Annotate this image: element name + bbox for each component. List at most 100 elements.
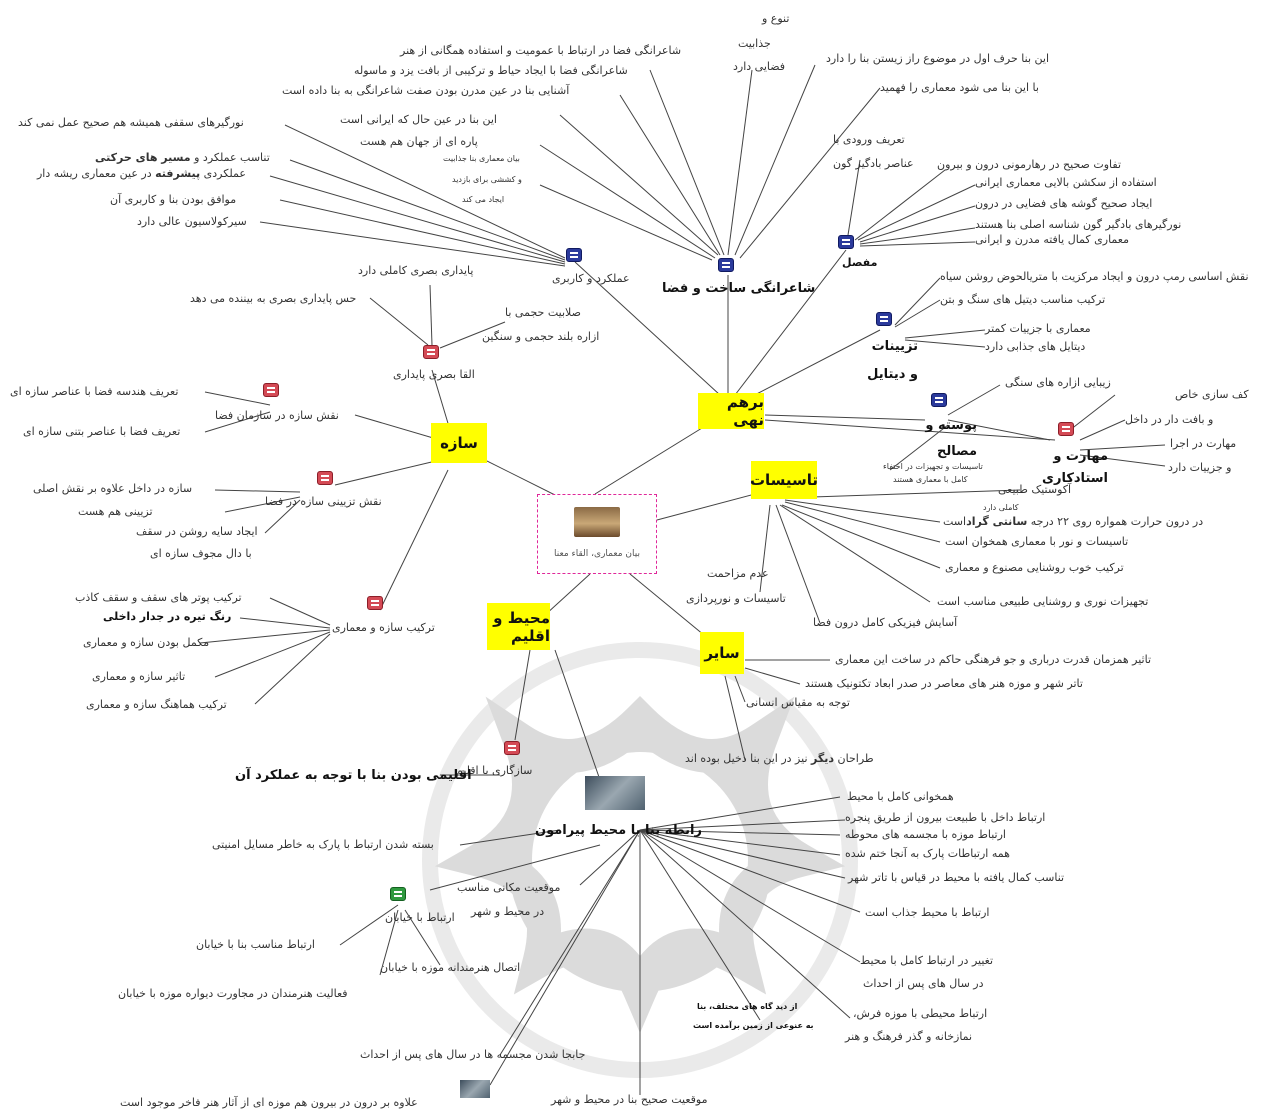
leaf: کاملی دارد [983,503,1019,512]
leaf: و جزییات دارد [1168,461,1232,474]
list-icon[interactable] [367,596,383,610]
leaf: ارتباط با محیط جذاب است [865,906,990,919]
list-icon[interactable] [317,471,333,485]
leaf: تجهیزات نوری و روشنایی طبیعی مناسب است [937,595,1149,608]
leaf: با دال مجوف سازه ای [150,547,252,560]
leaf: پایداری بصری کاملی دارد [358,264,474,277]
leaf: از دید گاه های مختلف، بنا [697,1002,798,1011]
leaf: فعالیت هنرمندان در مجاورت دیواره موزه با… [118,987,348,1000]
node-decor-role[interactable]: نقش تزیینی سازه در فضا [265,495,382,508]
node-combo[interactable]: ترکیب سازه و معماری [332,621,435,634]
leaf: آسایش فیزیکی کامل درون فضا [813,616,958,629]
leaf: علاوه بر درون در بیرون هم موزه ای از آثا… [120,1096,418,1109]
leaf: بیان معماری بنا جذابیت [443,154,520,163]
leaf: آشنایی بنا در عین مدرن بودن صفت شاعرانگی… [282,84,570,97]
hub-other[interactable]: سایر [700,632,744,674]
list-icon[interactable] [263,383,279,397]
leaf: اقلیمی بودن بنا با توجه به عملکرد آن [235,768,472,783]
list-icon[interactable] [876,312,892,326]
node-climate[interactable]: سازگاری با اقلیم [456,764,533,777]
leaf: بسته شدن ارتباط با پارک به خاطر مسایل ام… [212,838,434,851]
leaf: نورگیرهای بادگیر گون شناسه اصلی بنا هستن… [975,218,1182,231]
site-photo [585,776,645,810]
node-street[interactable]: ارتباط با خیابان [385,911,455,924]
leaf: توجه به مقیاس انسانی [746,696,850,709]
leaf: و بافت دار در داخل [1125,413,1214,426]
node-poetic[interactable]: شاعرانگی ساخت و فضا [662,281,816,296]
leaf: ارتباط مناسب بنا با خیابان [196,938,315,951]
leaf: فضایی دارد [733,60,786,73]
central-caption: بیان معماری، القاء معنا [554,549,640,559]
leaf: مهارت در اجرا [1170,437,1237,450]
leaf: تاسیسات و نور با معماری همخوان است [945,535,1129,548]
list-icon[interactable] [1058,422,1074,436]
leaf: کف سازی خاص [1175,388,1249,401]
leaf: تنوع و [762,12,790,25]
leaf: عدم مزاحمت [707,567,769,580]
leaf: تناسب عملکرد و مسیر های حرکتی [95,151,270,164]
leaf: همه ارتباطات پارک به آنجا ختم شده [845,847,1010,860]
leaf: ازاره بلند حجمی و سنگین [482,330,600,343]
leaf: تعریف فضا با عناصر بتنی سازه ای [23,425,181,438]
building-thumbnail [574,507,620,537]
node-surround[interactable]: رابطه بنا با محیط پیرامون [535,823,702,838]
node-function[interactable]: عملکرد و کاربری [552,272,630,285]
node-visual[interactable]: القا بصری پایداری [393,368,475,381]
leaf: صلابیت حجمی با [505,306,581,319]
leaf: همخوانی کامل با محیط [847,790,954,803]
node-skill[interactable]: مهارت و استادکاری [1042,449,1108,486]
leaf: سیرکولاسیون عالی دارد [137,215,247,228]
node-details[interactable]: تزیینات و دیتایل [867,339,918,382]
leaf: ایجاد سایه روشن در سقف [136,525,258,538]
leaf: موقعیت مکانی مناسب [457,881,561,894]
leaf: کامل با معماری هستند [893,475,968,484]
leaf: تفاوت صحیح در رهارمونی درون و بیرون [937,158,1122,171]
hub-installations[interactable]: تاسیسات [750,461,818,499]
list-icon[interactable] [718,258,734,272]
leaf: عملکردی پیشرفته در عین معماری ریشه دار [37,167,246,180]
leaf: سازه در داخل علاوه بر نقش اصلی [33,482,193,495]
leaf: ارتباط محیطی با موزه فرش، [853,1007,988,1020]
leaf: پاره ای از جهان هم هست [360,135,478,148]
hub-environment[interactable]: محیط و اقلیم [487,603,550,650]
hub-emphasis[interactable]: برهم نهی [698,393,764,429]
leaf: در درون حرارت همواره روی ۲۲ درجه سانتی گ… [943,515,1204,528]
leaf: این بنا حرف اول در موضوع راز زیستن بنا ر… [826,52,1050,65]
leaf: ترکیب مناسب دیتیل های سنگ و بتن [940,293,1106,306]
leaf: استفاده از سکشن بالایی معماری ایرانی [975,176,1157,189]
leaf: با این بنا می شود معماری را فهمید [880,81,1039,94]
node-space-org[interactable]: نقش سازه در سازمان فضا [215,409,339,422]
leaf: شاعرانگی فضا در ارتباط با عمومیت و استفا… [400,44,682,57]
list-icon[interactable] [504,741,520,755]
leaf: در سال های پس از احداث [863,977,984,990]
leaf: ترکیب پوتر های سقف و سقف کاذب [75,591,242,604]
leaf: دیتایل های جذابی دارد [985,340,1086,353]
leaf: نورگیرهای سقفی همیشه هم صحیح عمل نمی کند [18,116,244,129]
leaf: رنگ تیره در جدار داخلی [103,610,232,623]
list-icon[interactable] [566,248,582,262]
node-joint[interactable]: مفصل [842,256,878,269]
list-icon[interactable] [423,345,439,359]
leaf: حس پایداری بصری به بیننده می دهد [190,292,357,305]
leaf: تاسیسات و نورپردازی [686,592,786,605]
leaf: جذابیت [738,37,771,50]
leaf: تعریف ورودی با [833,133,905,146]
leaf: به عنوعی از زمین برآمده است [693,1021,814,1030]
list-icon[interactable] [390,887,406,901]
leaf: آکوستیک طبیعی [998,483,1072,496]
leaf: ایجاد صحیح گوشه های فضایی در درون [975,197,1153,210]
leaf: اتصال هنرمندانه موزه با خیابان [380,961,521,974]
leaf: معماری کمال یافته مدرن و ایرانی [975,233,1129,246]
leaf: ترکیب خوب روشنایی مصنوع و معماری [945,561,1124,574]
leaf: ارتباط داخل با طبیعت بیرون از طریق پنجره [845,811,1046,824]
hub-structure[interactable]: سازه [431,423,487,463]
node-skin[interactable]: پوسته و مصالح [925,418,977,459]
sculpture-photo [460,1080,490,1098]
list-icon[interactable] [838,235,854,249]
leaf: معماری با جزییات کمتر [985,322,1091,335]
list-icon[interactable] [931,393,947,407]
central-node[interactable]: بیان معماری، القاء معنا [537,494,657,574]
leaf: تاثیر سازه و معماری [92,670,186,683]
leaf: و کششی برای بازدید [452,175,522,184]
